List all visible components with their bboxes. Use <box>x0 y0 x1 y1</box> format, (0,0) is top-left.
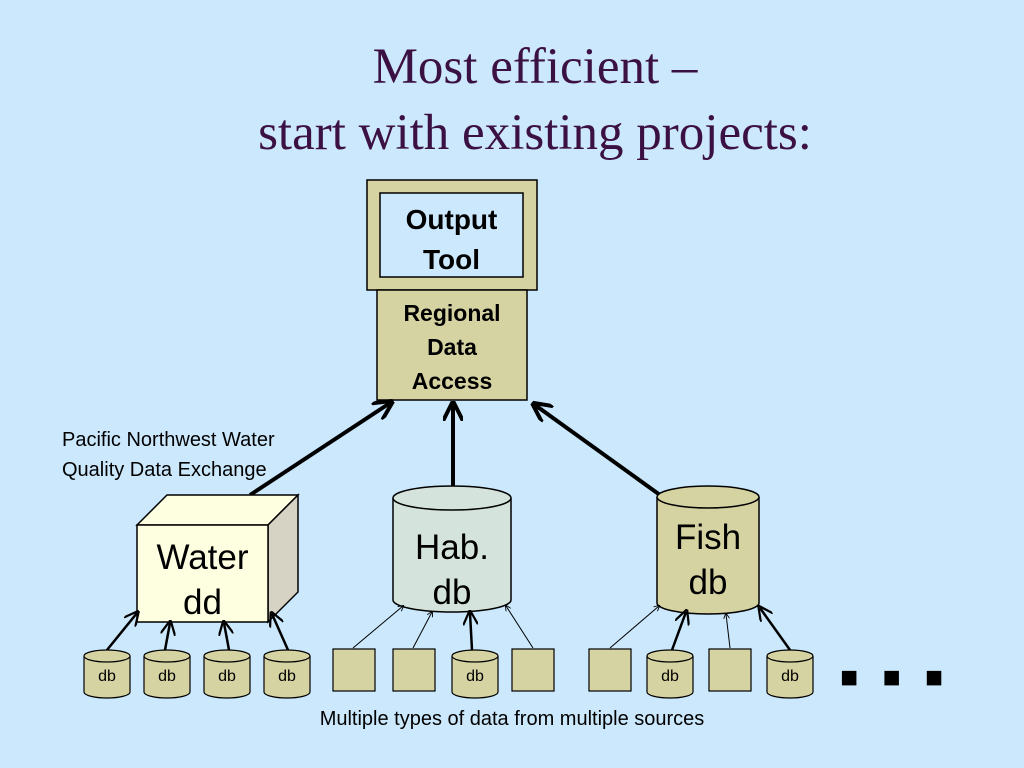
arrow-fish-to-regional <box>535 405 662 497</box>
arrow-water-to-regional <box>248 403 390 497</box>
water-dd-line-1: Water <box>156 538 249 577</box>
pnw-line-2: Quality Data Exchange <box>62 459 267 481</box>
arrow-source-1-to-water <box>106 613 137 651</box>
arrow-source-3-to-water <box>224 623 229 651</box>
output-tool-line-1: Output <box>405 204 498 235</box>
water-dd-line-2: dd <box>183 583 222 622</box>
small-db-cylinder-6 <box>646 649 694 699</box>
small-source-square-1 <box>332 648 376 692</box>
arrow-source-4-to-water <box>272 614 290 651</box>
fish-db-line-2: db <box>688 563 728 602</box>
arrow-source-5-to-hab <box>352 606 403 649</box>
arrow-source-7-to-hab <box>470 613 472 651</box>
small-db-label-7: db <box>781 668 799 685</box>
small-db-label-4: db <box>278 668 296 685</box>
arrow-source-11-to-fish <box>726 614 731 649</box>
caption: Multiple types of data from multiple sou… <box>319 708 705 730</box>
hab-db-label: Hab. db <box>393 525 511 615</box>
hab-db-line-1: Hab. <box>415 528 489 567</box>
arrow-source-12-to-fish <box>760 608 792 651</box>
output-tool-line-2: Tool <box>422 244 480 275</box>
arrow-source-2-to-water <box>165 623 170 651</box>
small-db-cylinder-1 <box>83 649 131 699</box>
output-tool-box <box>366 179 538 291</box>
small-source-square-3 <box>511 648 555 692</box>
small-db-label-6: db <box>661 668 679 685</box>
small-source-square-5 <box>708 648 752 692</box>
regional-line-3: Access <box>411 368 493 394</box>
small-source-square-2 <box>392 648 436 692</box>
small-db-label-3: db <box>218 668 236 685</box>
arrow-source-10-to-fish <box>670 612 686 651</box>
regional-line-1: Regional <box>403 300 501 326</box>
output-tool-label: Output Tool <box>380 200 523 280</box>
small-db-cylinder-5 <box>451 649 499 699</box>
small-db-cylinder-4 <box>263 649 311 699</box>
small-db-label-2: db <box>158 668 176 685</box>
slide-title: Most efficient – start with existing pro… <box>0 34 1024 166</box>
pnw-line-1: Pacific Northwest Water <box>62 429 275 451</box>
hab-db-line-2: db <box>432 573 472 612</box>
regional-data-access-label: Regional Data Access <box>377 296 527 398</box>
regional-data-access-box <box>376 289 528 401</box>
water-dd-cube <box>135 493 300 624</box>
small-db-label-1: db <box>98 668 116 685</box>
small-db-cylinder-3 <box>203 649 251 699</box>
arrow-source-8-to-hab <box>506 606 534 649</box>
ellipsis-more-sources: ■ ■ ■ <box>840 661 952 694</box>
title-line-2: start with existing projects: <box>258 105 812 161</box>
fish-db-label: Fish db <box>657 515 759 605</box>
title-line-1: Most efficient – <box>372 39 698 95</box>
pnw-label: Pacific Northwest Water Quality Data Exc… <box>62 425 275 485</box>
fish-db-line-1: Fish <box>674 518 742 557</box>
small-db-cylinder-2 <box>143 649 191 699</box>
regional-line-2: Data <box>427 334 477 360</box>
small-source-square-4 <box>588 648 632 692</box>
hab-db-cylinder <box>392 485 512 613</box>
small-db-label-5: db <box>466 668 484 685</box>
small-db-cylinder-7 <box>766 649 814 699</box>
arrow-source-6-to-hab <box>412 612 432 649</box>
water-dd-label: Water dd <box>137 535 268 625</box>
arrow-source-9-to-fish <box>609 606 659 649</box>
